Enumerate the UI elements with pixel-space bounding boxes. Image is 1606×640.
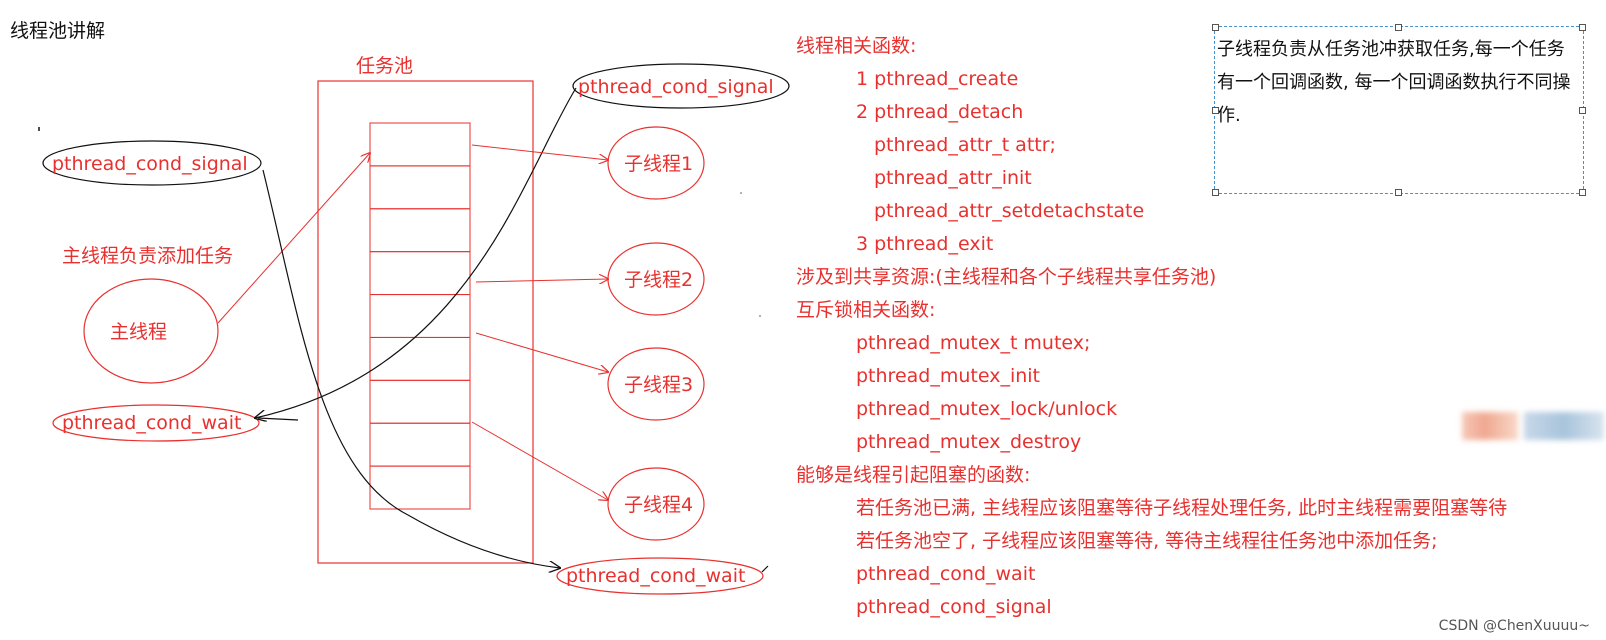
resize-handle[interactable] <box>1579 107 1586 114</box>
resize-handle[interactable] <box>1579 24 1586 31</box>
notes-line: 能够是线程引起阻塞的函数: <box>796 459 1507 492</box>
pool-slot <box>370 123 470 166</box>
worker-2: 子线程2 <box>608 243 704 315</box>
bottom-wait-label: pthread_cond_wait <box>566 565 745 587</box>
resize-handle[interactable] <box>1212 24 1219 31</box>
watermark: CSDN @ChenXuuuu~ <box>1439 618 1590 634</box>
pool-slot <box>370 295 470 338</box>
top-signal-label: pthread_cond_signal <box>578 76 774 98</box>
notes-line: 涉及到共享资源:(主线程和各个子线程共享任务池) <box>796 261 1507 294</box>
resize-handle[interactable] <box>1395 189 1402 196</box>
pool-slot <box>370 466 470 509</box>
task-pool-outer <box>318 81 533 563</box>
wait-tick-bottom <box>762 566 768 572</box>
notes-line: pthread_cond_wait <box>796 558 1507 591</box>
task-pool-slots <box>370 123 470 509</box>
main-to-pool-arrow <box>218 153 370 323</box>
resize-handle[interactable] <box>1579 189 1586 196</box>
notes-line: pthread_attr_setdetachstate <box>796 195 1507 228</box>
left-wait-label: pthread_cond_wait <box>62 412 241 434</box>
pool-slot <box>370 209 470 252</box>
notes-line: pthread_mutex_init <box>796 360 1507 393</box>
blurred-name <box>1524 412 1604 440</box>
wait-tick <box>258 418 298 420</box>
left-signal-to-bottom-wait-curve <box>263 170 560 568</box>
pool-to-worker-2-arrow <box>476 279 608 282</box>
main-thread-caption: 主线程负责添加任务 <box>62 245 233 267</box>
worker-label: 子线程1 <box>624 153 693 175</box>
notes-line: 若任务池空了, 子线程应该阻塞等待, 等待主线程往任务池中添加任务; <box>796 525 1507 558</box>
worker-3: 子线程3 <box>608 348 704 420</box>
notes-line: pthread_mutex_t mutex; <box>796 327 1507 360</box>
pool-to-worker-3-arrow <box>476 333 608 372</box>
notes-line: pthread_mutex_destroy <box>796 426 1507 459</box>
selected-text-box[interactable]: 子线程负责从任务池冲获取任务,每一个任务有一个回调函数, 每一个回调函数执行不同… <box>1214 26 1584 194</box>
left-signal-label: pthread_cond_signal <box>52 153 248 175</box>
blurred-avatar <box>1462 412 1518 440</box>
resize-handle[interactable] <box>1212 189 1219 196</box>
signal-to-left-wait-curve <box>255 88 576 418</box>
textbox-content[interactable]: 子线程负责从任务池冲获取任务,每一个任务有一个回调函数, 每一个回调函数执行不同… <box>1215 27 1583 132</box>
worker-label: 子线程3 <box>624 374 693 396</box>
pool-slot <box>370 337 470 380</box>
worker-1: 子线程1 <box>608 127 704 199</box>
main-thread-label: 主线程 <box>110 321 167 343</box>
notes-line: 3 pthread_exit <box>796 228 1507 261</box>
pool-slot <box>370 380 470 423</box>
pool-slot <box>370 166 470 209</box>
pool-slot <box>370 423 470 466</box>
notes-line: pthread_mutex_lock/unlock <box>796 393 1507 426</box>
worker-4: 子线程4 <box>608 468 704 540</box>
pool-label: 任务池 <box>356 55 413 77</box>
pool-to-worker-4-arrow <box>472 422 608 500</box>
notes-line: pthread_cond_signal <box>796 591 1507 624</box>
worker-label: 子线程4 <box>624 494 693 516</box>
resize-handle[interactable] <box>1395 24 1402 31</box>
worker-label: 子线程2 <box>624 269 693 291</box>
notes-line: 互斥锁相关函数: <box>796 294 1507 327</box>
resize-handle[interactable] <box>1212 107 1219 114</box>
notes-line: 若任务池已满, 主线程应该阻塞等待子线程处理任务, 此时主线程需要阻塞等待 <box>796 492 1507 525</box>
pool-slot <box>370 252 470 295</box>
